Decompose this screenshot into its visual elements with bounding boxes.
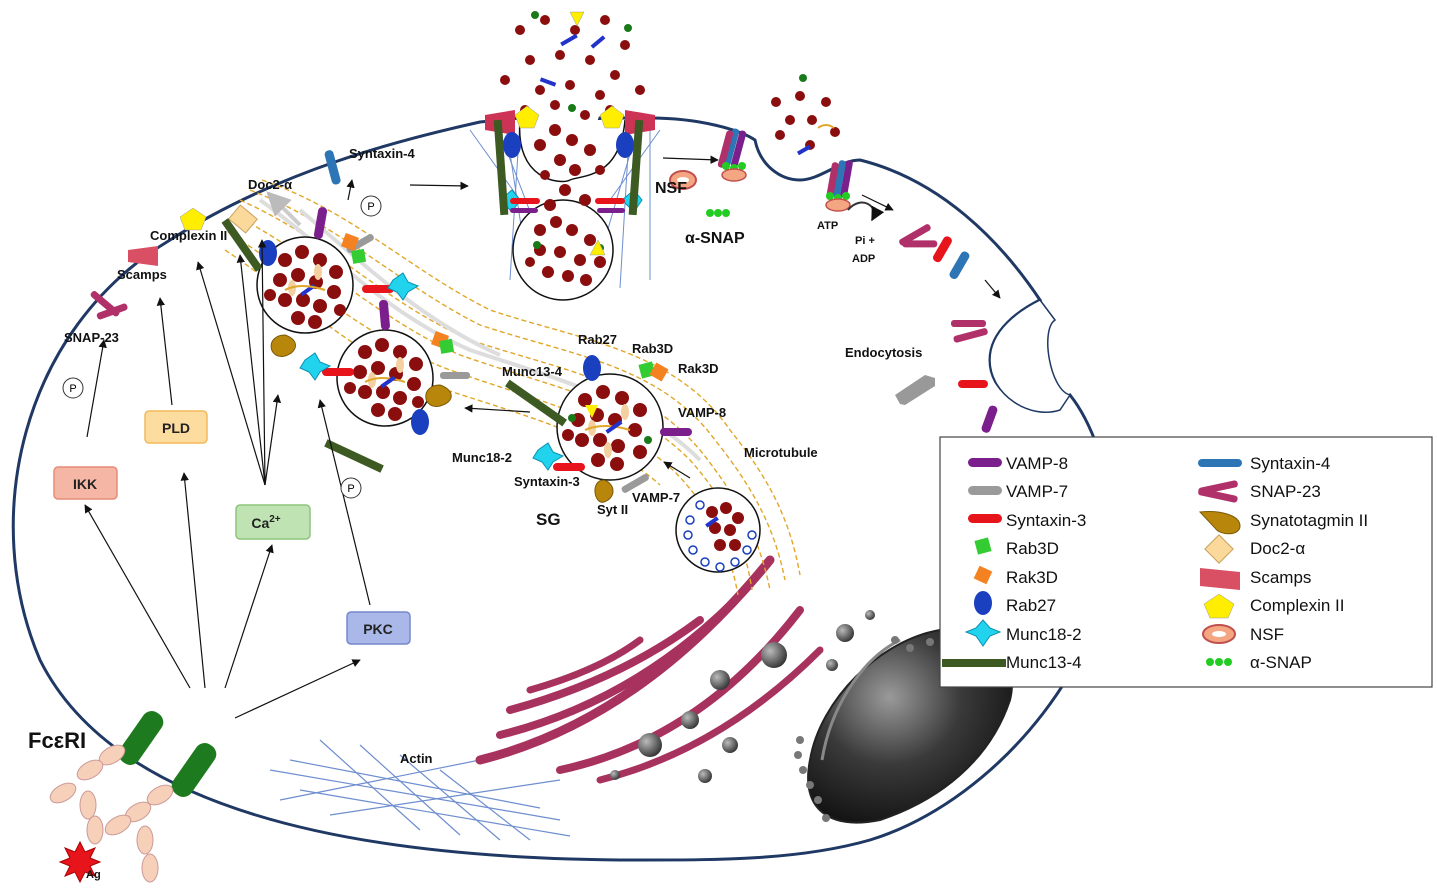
rak3d-icon xyxy=(973,565,993,585)
label-snap23: SNAP-23 xyxy=(64,330,119,345)
legend: VAMP-8 VAMP-7 Syntaxin-3 Rab3D Rak3D Rab… xyxy=(939,436,1433,688)
label-rab27: Rab27 xyxy=(578,332,617,347)
phosphorylation-markers: P P P xyxy=(62,195,382,499)
label-syntaxin3: Syntaxin-3 xyxy=(514,474,580,489)
granule-immature xyxy=(675,487,761,573)
legend-label-rak3d: Rak3D xyxy=(1006,568,1058,587)
pld-box: PLD xyxy=(162,420,190,436)
munc13-icon xyxy=(942,659,1006,667)
vamp8-icon xyxy=(968,458,1002,467)
complexin-icon xyxy=(1203,593,1235,619)
ikk-box: IKK xyxy=(73,476,97,492)
legend-label-asnap: α-SNAP xyxy=(1250,653,1312,672)
label-munc13: Munc13-4 xyxy=(502,364,563,379)
label-microtubule: Microtubule xyxy=(744,445,818,460)
label-fceri: FcεRI xyxy=(28,728,86,753)
ca-label: Ca xyxy=(251,515,269,531)
legend-label-vamp7: VAMP-7 xyxy=(1006,482,1068,501)
p-label-3: P xyxy=(347,483,354,495)
legend-label-doc2a: Doc2-α xyxy=(1250,539,1305,558)
rab3d-icon xyxy=(974,537,992,555)
legend-label-vamp8: VAMP-8 xyxy=(1006,454,1068,473)
asnap-icon xyxy=(1206,658,1232,666)
actin-label: Actin xyxy=(400,751,433,766)
label-sg: SG xyxy=(536,510,561,529)
label-scamps: Scamps xyxy=(117,267,167,282)
label-vamp8: VAMP-8 xyxy=(678,405,726,420)
signaling-boxes: IKK PLD Ca2+ PKC xyxy=(53,410,411,645)
antigen-icon xyxy=(58,840,102,884)
legend-label-scamps: Scamps xyxy=(1250,568,1311,587)
legend-label-munc18: Munc18-2 xyxy=(1006,625,1082,644)
doc2a-icon xyxy=(1204,534,1234,564)
legend-label-nsf: NSF xyxy=(1250,625,1284,644)
pkc-box: PKC xyxy=(363,621,393,637)
p-label-2: P xyxy=(367,201,374,213)
scamps-icon xyxy=(1200,568,1240,590)
label-nsf: NSF xyxy=(655,180,687,197)
legend-label-syntaxin4: Syntaxin-4 xyxy=(1250,454,1330,473)
free-proteins xyxy=(90,150,341,320)
p-label-1: P xyxy=(69,383,76,395)
label-munc18: Munc18-2 xyxy=(452,450,512,465)
label-atp: ATP xyxy=(817,220,838,232)
ca-box: Ca2+ xyxy=(251,514,280,531)
secretory-granules xyxy=(256,236,761,573)
label-rak3d: Rak3D xyxy=(678,361,718,376)
signal-arrows xyxy=(84,155,1001,719)
snap23-icon xyxy=(1198,480,1238,503)
label-complexin: Complexin II xyxy=(150,228,227,243)
actin-filaments xyxy=(269,739,571,841)
antigen-label: Ag xyxy=(86,869,101,881)
rab27-icon xyxy=(974,591,992,615)
label-asnap: α-SNAP xyxy=(685,230,745,247)
diagram-labels: Syntaxin-4 Doc2-α Complexin II Scamps SN… xyxy=(28,146,922,753)
cytoplasmic-vesicles xyxy=(610,610,875,783)
granule-1 xyxy=(256,236,354,334)
granule-2 xyxy=(336,329,434,427)
legend-label-rab27: Rab27 xyxy=(1006,596,1056,615)
legend-label-rab3d: Rab3D xyxy=(1006,539,1059,558)
fceri-receptor: Ag xyxy=(49,711,217,884)
label-endocytosis: Endocytosis xyxy=(845,345,922,360)
synaptotagmin-icon xyxy=(1198,511,1241,535)
membrane-recycling xyxy=(669,74,1072,433)
syntaxin3-icon xyxy=(968,514,1002,523)
fusion-pore-region xyxy=(469,11,661,301)
label-vamp7: VAMP-7 xyxy=(632,490,680,505)
munc18-icon xyxy=(964,619,1002,647)
ca-superscript: 2+ xyxy=(269,514,281,525)
label-doc2a: Doc2-α xyxy=(248,177,292,192)
nsf-icon xyxy=(1202,624,1236,644)
legend-label-snap23: SNAP-23 xyxy=(1250,482,1321,501)
label-syntaxin4: Syntaxin-4 xyxy=(349,146,416,161)
label-adp: ADP xyxy=(852,253,875,265)
granule-sg xyxy=(556,373,664,481)
syntaxin4-icon xyxy=(1198,459,1242,467)
label-sytii: Syt II xyxy=(597,502,628,517)
legend-label-munc13: Munc13-4 xyxy=(1006,653,1082,672)
vamp7-icon xyxy=(968,486,1002,495)
label-pi: Pi + xyxy=(855,235,875,247)
legend-label-synaptotagmin: Synatotagmin II xyxy=(1250,511,1368,530)
label-rab3d: Rab3D xyxy=(632,341,673,356)
granule-proteins xyxy=(221,204,692,503)
legend-label-complexin: Complexin II xyxy=(1250,596,1344,615)
legend-label-syntaxin3: Syntaxin-3 xyxy=(1006,511,1086,530)
